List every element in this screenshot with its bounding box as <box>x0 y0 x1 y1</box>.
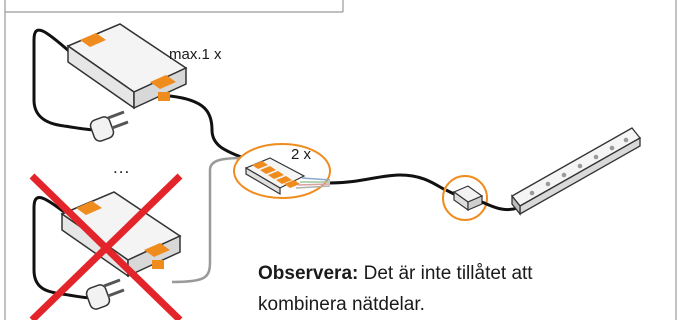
connector-group <box>233 143 331 199</box>
cross-icon <box>29 173 183 320</box>
plug-icon <box>63 110 129 142</box>
connector-count-label: 2 x <box>291 146 312 163</box>
frame-lines <box>4 0 677 320</box>
max-supplies-label: max.1 x <box>169 46 222 63</box>
power-supply-top <box>32 23 249 162</box>
power-supply-icon <box>66 23 188 110</box>
ellipsis-label: ... <box>113 158 131 177</box>
connector-icon <box>244 157 306 196</box>
warning-note: Observera: Det är inte tillåtet att komb… <box>258 258 558 320</box>
note-text: Det är inte tillåtet att kombinera nätde… <box>258 263 533 315</box>
plug-icon <box>61 278 125 310</box>
strip-plug-group <box>442 175 519 221</box>
note-heading: Observera: <box>258 263 359 284</box>
led-strip-icon <box>511 127 641 216</box>
